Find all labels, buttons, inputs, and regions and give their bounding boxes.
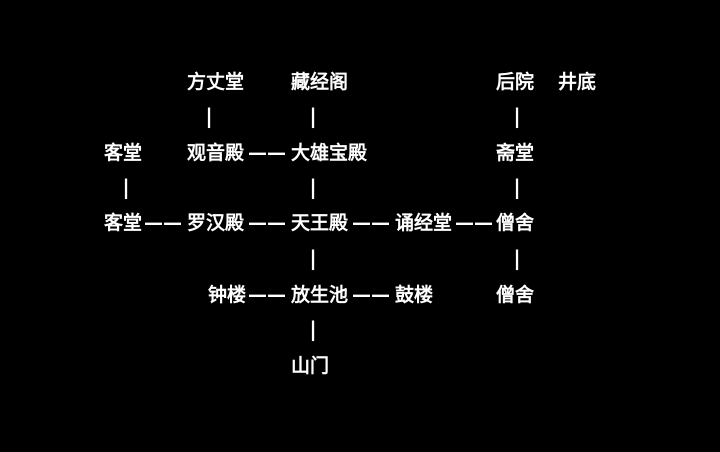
connector-horizontal-songjing-sengshe: ——	[455, 212, 493, 234]
node-sengshe-mid: 僧舍	[496, 212, 535, 234]
connector-vertical-fangsheng: |	[309, 317, 317, 341]
connector-vertical-ketang: |	[122, 175, 130, 199]
connector-horizontal-zhonglou-fangsheng: ——	[248, 284, 286, 306]
node-houyuan: 后院	[496, 71, 535, 93]
node-shanmen: 山门	[291, 355, 330, 377]
connector-vertical-zhaitang: |	[513, 175, 521, 199]
connector-horizontal-luohan-tianwang: ——	[248, 212, 286, 234]
node-sengshe-lower: 僧舍	[496, 284, 535, 306]
node-luohandian: 罗汉殿	[187, 212, 245, 234]
node-gulou: 鼓楼	[395, 284, 434, 306]
connector-horizontal-tianwang-songjing: ——	[352, 212, 390, 234]
connector-vertical-cangjingge: |	[309, 104, 317, 128]
connector-vertical-daxiong: |	[309, 175, 317, 199]
node-ketang-lower: 客堂	[104, 212, 143, 234]
connector-vertical-sengshe: |	[513, 246, 521, 270]
node-zhonglou: 钟楼	[208, 284, 247, 306]
node-fangshengchi: 放生池	[291, 284, 349, 306]
connector-vertical-fangzhangtang: |	[205, 104, 213, 128]
node-jingdi: 井底	[558, 71, 597, 93]
connector-vertical-tianwang: |	[309, 246, 317, 270]
node-tianwangdian: 天王殿	[291, 212, 349, 234]
connector-horizontal-guanyin-daxiong: ——	[248, 142, 286, 164]
node-fangzhangtang: 方丈堂	[187, 71, 245, 93]
node-ketang-upper: 客堂	[104, 142, 143, 164]
node-cangjingge: 藏经阁	[291, 71, 349, 93]
node-songjingtang: 诵经堂	[395, 212, 453, 234]
node-guanyindian: 观音殿	[187, 142, 245, 164]
connector-horizontal-ketang-luohan: ——	[144, 212, 182, 234]
node-zhaitang: 斋堂	[496, 142, 535, 164]
node-daxiongbaodian: 大雄宝殿	[291, 142, 368, 164]
connector-vertical-houyuan: |	[513, 104, 521, 128]
connector-horizontal-fangsheng-gulou: ——	[352, 284, 390, 306]
